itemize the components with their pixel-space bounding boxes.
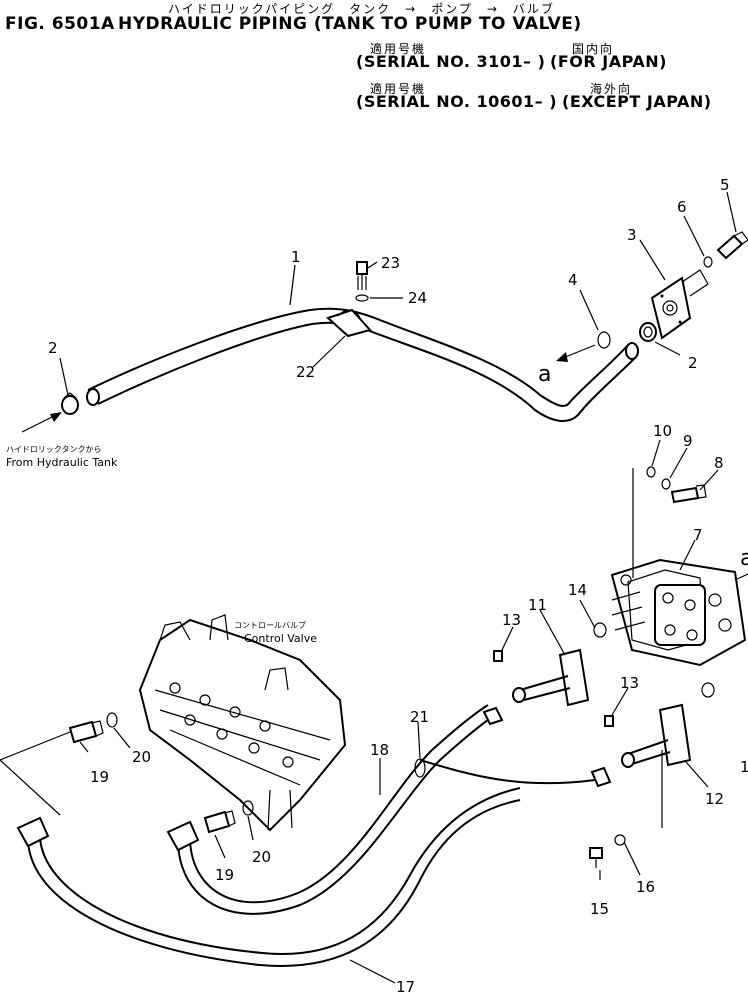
- label-part-24: 24: [408, 289, 427, 307]
- plug-13a: [493, 650, 503, 662]
- figure-title: HYDRAULIC PIPING (TANK TO PUMP TO VALVE): [118, 14, 582, 34]
- hydraulic-pump: [610, 558, 747, 667]
- label-part-22: 22: [296, 363, 315, 381]
- suction-tube: [86, 307, 639, 422]
- valve-caption-en: Control Valve: [244, 632, 317, 645]
- label-part-18: 18: [370, 741, 389, 759]
- label-part-21: 21: [410, 708, 429, 726]
- tank-caption-en: From Hydraulic Tank: [6, 456, 118, 469]
- valve-caption-jp: コントロールバルブ: [234, 620, 306, 630]
- label-part-14: 14: [568, 581, 587, 599]
- label-part-11: 11: [528, 596, 547, 614]
- label-part-4: 4: [568, 271, 578, 289]
- label-part-10: 10: [653, 422, 672, 440]
- arrow-a: [556, 344, 596, 362]
- serial-range-1: (SERIAL NO. 3101– ): [356, 52, 546, 71]
- hose-18: [166, 704, 612, 915]
- label-part-20b: 20: [252, 848, 271, 866]
- washer-6: [703, 256, 713, 268]
- bolt-8: [670, 484, 707, 504]
- label-part-19b: 19: [215, 866, 234, 884]
- title-japanese: ハイドロリックパイピング タンク → ポンプ → バルブ: [168, 2, 555, 16]
- flange-3: [650, 269, 709, 340]
- label-part-20a: 20: [132, 748, 151, 766]
- label-part-13b: 13: [620, 674, 639, 692]
- washer-24: [355, 294, 369, 302]
- label-part-23: 23: [381, 254, 400, 272]
- label-part-15: 15: [590, 900, 609, 918]
- arrow-from-tank: [21, 412, 62, 433]
- control-valve: [138, 614, 347, 832]
- serial-range-2: (SERIAL NO. 10601– ): [356, 92, 558, 111]
- part-labels: 1 2 2 3 4 5 6 7 8 9 10 11 12 13 13 14 1 …: [48, 176, 748, 995]
- arrow-a-label: a: [538, 362, 551, 387]
- label-part-5: 5: [720, 176, 730, 194]
- washer-9: [661, 478, 671, 490]
- label-part-6: 6: [677, 198, 687, 216]
- market-2: (EXCEPT JAPAN): [562, 92, 712, 111]
- hose-17: [16, 787, 521, 967]
- label-part-2a: 2: [48, 339, 58, 357]
- leaders-bottom: [0, 721, 421, 984]
- label-part-13a: 13: [502, 611, 521, 629]
- o-ring-20a: [106, 712, 118, 728]
- connector-19b: [203, 810, 236, 834]
- o-ring-20b: [242, 800, 254, 816]
- connector-19a: [68, 720, 104, 744]
- label-part-1: 1: [291, 248, 301, 266]
- label-part-17: 17: [396, 978, 415, 995]
- label-part-8: 8: [714, 454, 724, 472]
- o-ring-14: [593, 622, 607, 638]
- label-part-3: 3: [627, 226, 637, 244]
- applicable-model-jp-1: 適用号機: [370, 42, 427, 56]
- tank-caption-jp: ハイドロリックタンクから: [6, 445, 102, 454]
- label-part-16: 16: [636, 878, 655, 896]
- o-ring-14b: [701, 682, 715, 698]
- label-part-14b: 1: [740, 758, 748, 776]
- washer-10: [646, 466, 656, 478]
- hose-clamp-21: [414, 758, 426, 778]
- hose-clamp-left: [61, 392, 79, 415]
- o-ring-4: [597, 331, 611, 349]
- bolt-5: [716, 231, 748, 260]
- elbow-12: [621, 703, 692, 768]
- hose-clamp-right: [639, 322, 657, 342]
- washer-16: [614, 834, 626, 846]
- leaders-top: [59, 191, 737, 396]
- market-jp-2: 海外向: [590, 82, 633, 96]
- bolt-15: [589, 847, 603, 868]
- label-part-9: 9: [683, 432, 693, 450]
- arrow-a-right-label: a: [740, 546, 748, 571]
- label-part-7: 7: [693, 526, 703, 544]
- applicable-model-jp-2: 適用号機: [370, 82, 427, 96]
- elbow-11: [512, 648, 590, 707]
- market-jp-1: 国内向: [572, 42, 615, 56]
- market-1: (FOR JAPAN): [550, 52, 667, 71]
- label-part-12: 12: [705, 790, 724, 808]
- label-part-2b: 2: [688, 354, 698, 372]
- leaders-pump: [579, 439, 748, 629]
- figure-number: FIG. 6501A: [5, 14, 115, 34]
- plug-13b: [604, 715, 614, 727]
- bolt-23: [356, 261, 368, 290]
- label-part-19a: 19: [90, 768, 109, 786]
- tube-clamp-22: [326, 308, 372, 338]
- leaders-elbows: [501, 609, 709, 880]
